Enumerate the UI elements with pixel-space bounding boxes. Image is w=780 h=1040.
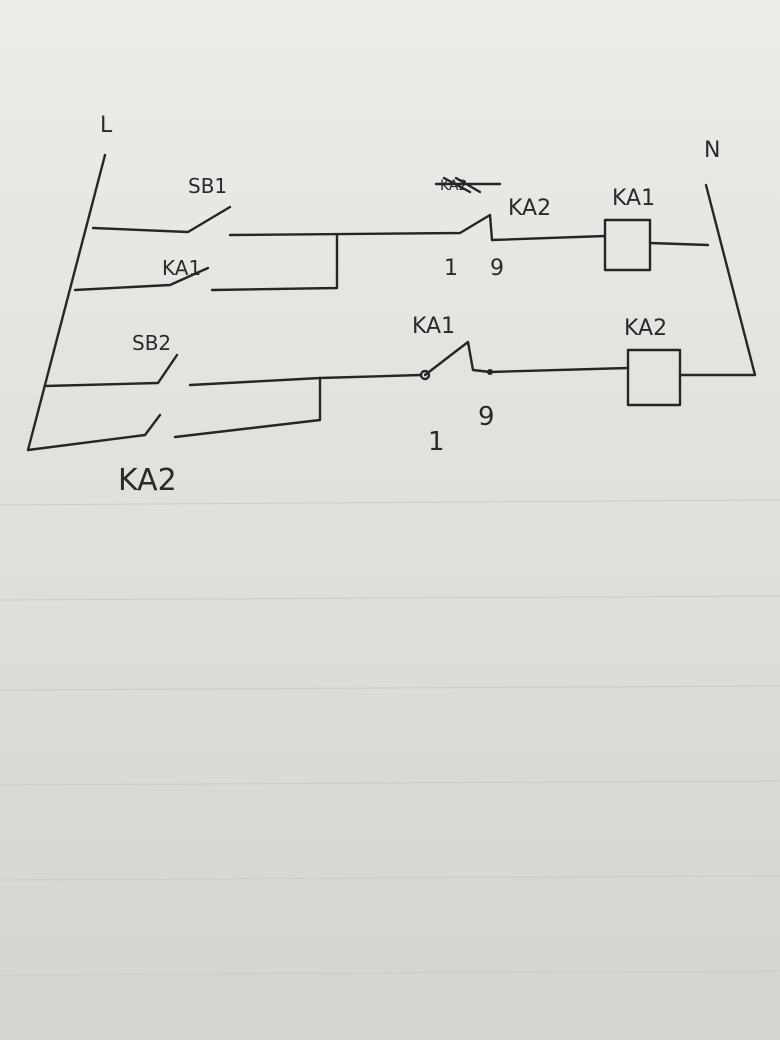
pin-1: 1 bbox=[428, 427, 445, 457]
wire bbox=[210, 233, 339, 292]
svg-text:KA2: KA2 bbox=[440, 178, 467, 194]
contact-terminal bbox=[419, 369, 431, 381]
label-ka2-interlock: KA2 bbox=[508, 196, 551, 221]
label-N: N bbox=[704, 138, 720, 163]
label-L: L bbox=[100, 113, 113, 138]
ka1-hold-contact bbox=[73, 266, 210, 292]
neutral-rail-N bbox=[678, 183, 757, 377]
ka1-interlock-contact bbox=[423, 340, 492, 377]
pin-9: 9 bbox=[478, 402, 495, 432]
label-ka1-coil: KA1 bbox=[612, 186, 655, 211]
wire bbox=[188, 373, 423, 387]
wire bbox=[228, 213, 607, 242]
label-ka1-interlock: KA1 bbox=[412, 314, 455, 339]
label-ka2-hold: KA2 bbox=[118, 463, 177, 498]
rung-2: SB2 KA1 1 9 KA2 KA2 bbox=[26, 314, 682, 498]
label-sb2: SB2 bbox=[132, 331, 171, 355]
label-sb1: SB1 bbox=[188, 174, 227, 198]
rung-1: SB1 KA1 KA2 KA2 1 9 KA1 bbox=[73, 174, 710, 292]
line-rail-L bbox=[26, 153, 107, 452]
wire bbox=[173, 376, 322, 439]
ka2-hold-contact bbox=[26, 413, 162, 452]
ka2-coil bbox=[626, 348, 682, 407]
sb1-switch bbox=[91, 205, 232, 234]
pin-1: 1 bbox=[444, 256, 458, 281]
label-ka2-coil: KA2 bbox=[624, 316, 667, 341]
wire bbox=[648, 241, 710, 247]
label-ka1-hold: KA1 bbox=[162, 256, 201, 280]
sb2-switch bbox=[43, 353, 179, 388]
paper-rules bbox=[0, 499, 780, 976]
struck-out-label: KA2 bbox=[434, 176, 502, 194]
pin-9: 9 bbox=[490, 256, 504, 281]
wire bbox=[488, 366, 630, 374]
ka1-coil bbox=[603, 218, 652, 272]
